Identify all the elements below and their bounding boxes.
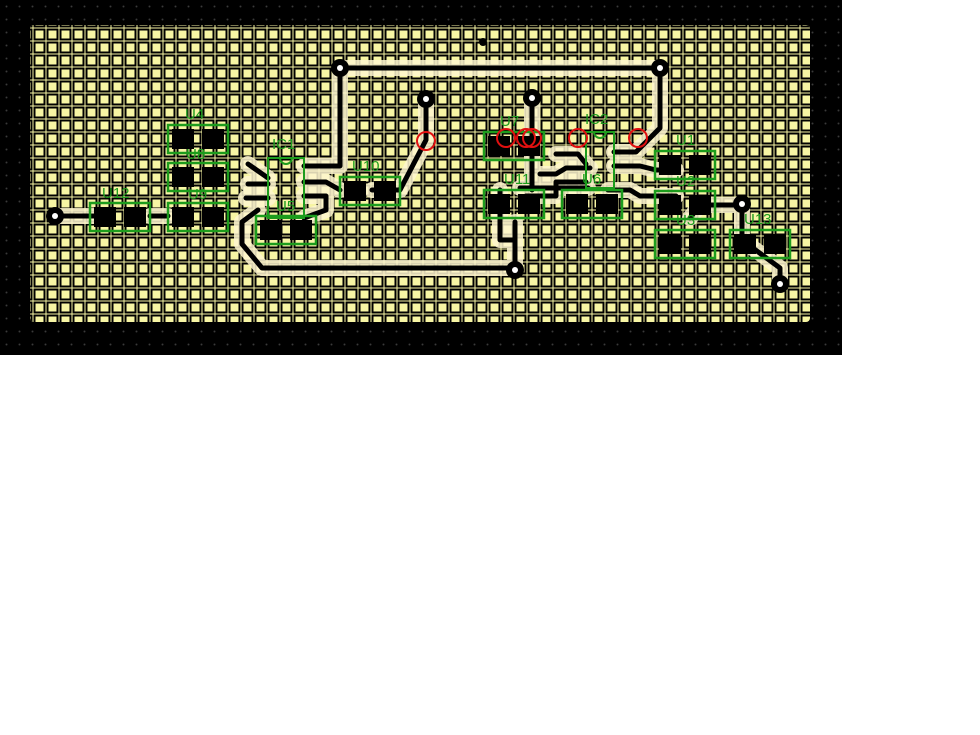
drc-error-marker [416, 131, 436, 151]
label-u5: U5 [276, 198, 295, 215]
via [651, 59, 669, 77]
footprint-u13 [728, 228, 792, 260]
drc-error-marker [516, 128, 536, 148]
footprint-u12 [88, 201, 152, 233]
label-u12: U12 [102, 185, 130, 202]
drc-error-marker [496, 128, 516, 148]
label-u3: U3 [676, 212, 695, 229]
drc-error-marker [568, 128, 588, 148]
ic2-notch [593, 131, 607, 139]
ic1-body [267, 157, 305, 219]
footprint-u8 [166, 161, 230, 193]
label-ic1: IC1 [272, 136, 295, 153]
ic2-body [585, 131, 615, 189]
designator-labels: U4 U8 U9 U12 IC1 U5 U10 U7 U11 IC2 U6 U1… [102, 106, 772, 229]
footprint-u10 [338, 175, 402, 207]
label-u4: U4 [185, 106, 204, 123]
footprint-u3 [653, 228, 717, 260]
drc-markers [416, 128, 648, 151]
label-u2: U2 [676, 173, 695, 190]
mounting-hole [479, 38, 487, 46]
ic-outlines [267, 131, 615, 219]
label-u6: U6 [582, 171, 601, 188]
footprint-u1 [653, 149, 717, 181]
pad-grid [30, 25, 810, 322]
label-u8: U8 [186, 146, 205, 163]
via [331, 59, 349, 77]
label-ic2: IC2 [585, 111, 608, 128]
label-u1: U1 [676, 132, 695, 149]
via [506, 261, 524, 279]
footprint-u2 [653, 189, 717, 221]
footprint-u9 [166, 201, 230, 233]
via [733, 195, 751, 213]
label-u10: U10 [352, 158, 380, 175]
via [417, 90, 435, 108]
label-u9: U9 [188, 186, 207, 203]
label-u7: U7 [500, 113, 519, 130]
footprint-u4 [166, 123, 230, 155]
footprint-u11 [482, 188, 546, 220]
via [523, 89, 541, 107]
via [771, 275, 789, 293]
pcb-canvas: U4 U8 U9 U12 IC1 U5 U10 U7 U11 IC2 U6 U1… [0, 0, 842, 355]
vias [46, 38, 789, 293]
pcb-layout-view: U4 U8 U9 U12 IC1 U5 U10 U7 U11 IC2 U6 U1… [0, 0, 842, 355]
label-u11: U11 [504, 171, 530, 188]
via [46, 207, 64, 225]
footprint-u6 [560, 188, 624, 220]
footprint-u5 [254, 214, 318, 246]
drc-error-marker [628, 128, 648, 148]
drc-error-marker [522, 128, 542, 148]
ic1-notch [279, 157, 293, 165]
label-u13: U13 [744, 211, 772, 228]
